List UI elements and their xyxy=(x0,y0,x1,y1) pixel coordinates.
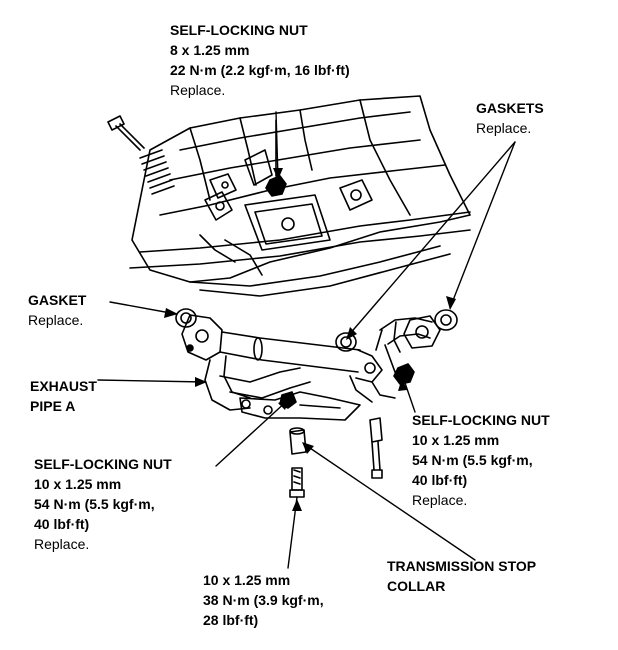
exhaust-pipe-label: EXHAUST PIPE A xyxy=(30,376,97,416)
leader-lines xyxy=(97,111,516,569)
left-nut-size: 10 x 1.25 mm xyxy=(34,476,122,492)
top-nut-torque: 22 N·m (2.2 kgf·m, 16 lbf·ft) xyxy=(170,62,350,78)
gasket-left xyxy=(175,308,197,328)
gasket-label: GASKET Replace. xyxy=(28,290,86,330)
right-nut-size: 10 x 1.25 mm xyxy=(412,432,500,448)
bolt-label: 10 x 1.25 mm 38 N·m (3.9 kgf·m, 28 lbf·f… xyxy=(203,570,324,630)
left-nut-torque2: 40 lbf·ft) xyxy=(34,516,90,532)
gasket-mid xyxy=(335,332,357,352)
bolt-torque1: 38 N·m (3.9 kgf·m, xyxy=(203,592,324,608)
right-nut-note: Replace. xyxy=(412,492,468,508)
collar-line1: TRANSMISSION STOP xyxy=(387,558,537,574)
top-nut-size: 8 x 1.25 mm xyxy=(170,42,250,58)
right-nut-title: SELF-LOCKING NUT xyxy=(412,412,550,428)
right-nut xyxy=(393,363,415,385)
collar-line2: COLLAR xyxy=(387,578,446,594)
exhaust-pipe-line1: EXHAUST xyxy=(30,378,97,394)
top-nut-label: SELF-LOCKING NUT 8 x 1.25 mm 22 N·m (2.2… xyxy=(170,20,350,100)
bolt-size: 10 x 1.25 mm xyxy=(203,572,291,588)
gasket-note: Replace. xyxy=(28,312,84,328)
engine-block xyxy=(129,95,471,297)
transmission-stop-collar xyxy=(289,427,307,455)
gaskets-label: GASKETS Replace. xyxy=(476,98,544,138)
arrowheads xyxy=(164,168,456,511)
gaskets-note: Replace. xyxy=(476,120,532,136)
right-stud xyxy=(369,417,383,479)
lower-bolt xyxy=(289,467,305,498)
upper-bolt-spring xyxy=(107,115,175,195)
collar-label: TRANSMISSION STOP COLLAR xyxy=(387,556,536,596)
gaskets-title: GASKETS xyxy=(476,100,544,116)
gasket-title: GASKET xyxy=(28,292,87,308)
left-nut-label: SELF-LOCKING NUT 10 x 1.25 mm 54 N·m (5.… xyxy=(34,454,172,554)
right-nut-torque2: 40 lbf·ft) xyxy=(412,472,468,488)
left-nut-note: Replace. xyxy=(34,536,90,552)
left-nut-torque1: 54 N·m (5.5 kgf·m, xyxy=(34,496,155,512)
left-nut-title: SELF-LOCKING NUT xyxy=(34,456,172,472)
right-nut-torque1: 54 N·m (5.5 kgf·m, xyxy=(412,452,533,468)
gasket-right xyxy=(434,309,458,331)
right-nut-label: SELF-LOCKING NUT 10 x 1.25 mm 54 N·m (5.… xyxy=(412,410,550,510)
top-nut-note: Replace. xyxy=(170,82,226,98)
bolt-torque2: 28 lbf·ft) xyxy=(203,612,259,628)
top-nut-title: SELF-LOCKING NUT xyxy=(170,22,308,38)
exhaust-pipe-line2: PIPE A xyxy=(30,398,76,414)
